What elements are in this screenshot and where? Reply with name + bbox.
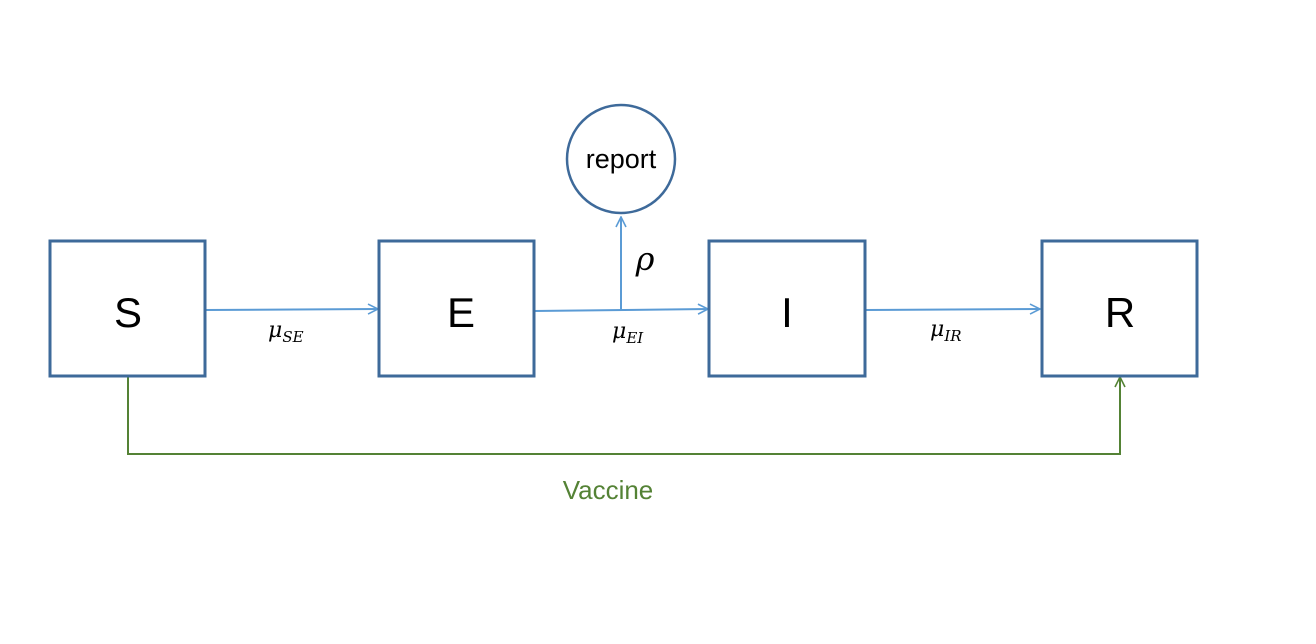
rate-se-label: μSE bbox=[268, 318, 304, 346]
node-r-box bbox=[1040, 239, 1199, 378]
node-s-label: S bbox=[114, 289, 142, 336]
rate-ir-symbol: μ bbox=[930, 317, 944, 342]
rate-report-label: ρ bbox=[635, 240, 655, 278]
node-i-box bbox=[707, 239, 867, 378]
node-s: S bbox=[48, 239, 207, 378]
arrow-vaccine-s-to-r bbox=[127, 376, 1120, 455]
node-report: report bbox=[565, 103, 677, 215]
rate-ir-subscript: IR bbox=[943, 327, 961, 345]
rate-ei-symbol: μ bbox=[612, 319, 626, 344]
arrow-s-to-e bbox=[204, 309, 378, 310]
arrow-i-to-r bbox=[864, 309, 1040, 310]
node-i: I bbox=[707, 239, 867, 378]
node-e-box bbox=[377, 239, 536, 378]
node-r-label: R bbox=[1105, 289, 1135, 336]
node-e: E bbox=[377, 239, 536, 378]
node-e-label: E bbox=[447, 289, 475, 336]
rate-ir-label: μIR bbox=[930, 317, 962, 345]
rate-se-symbol: μ bbox=[268, 318, 282, 343]
node-r: R bbox=[1040, 239, 1199, 378]
node-s-box bbox=[48, 239, 207, 378]
rate-ei-subscript: EI bbox=[625, 329, 644, 347]
rate-ei-label: μEI bbox=[612, 319, 644, 347]
vaccine-label: Vaccine bbox=[563, 475, 654, 505]
rate-se-subscript: SE bbox=[282, 328, 303, 346]
node-report-circle bbox=[565, 103, 677, 215]
node-report-label: report bbox=[586, 144, 657, 174]
node-i-label: I bbox=[781, 289, 793, 336]
